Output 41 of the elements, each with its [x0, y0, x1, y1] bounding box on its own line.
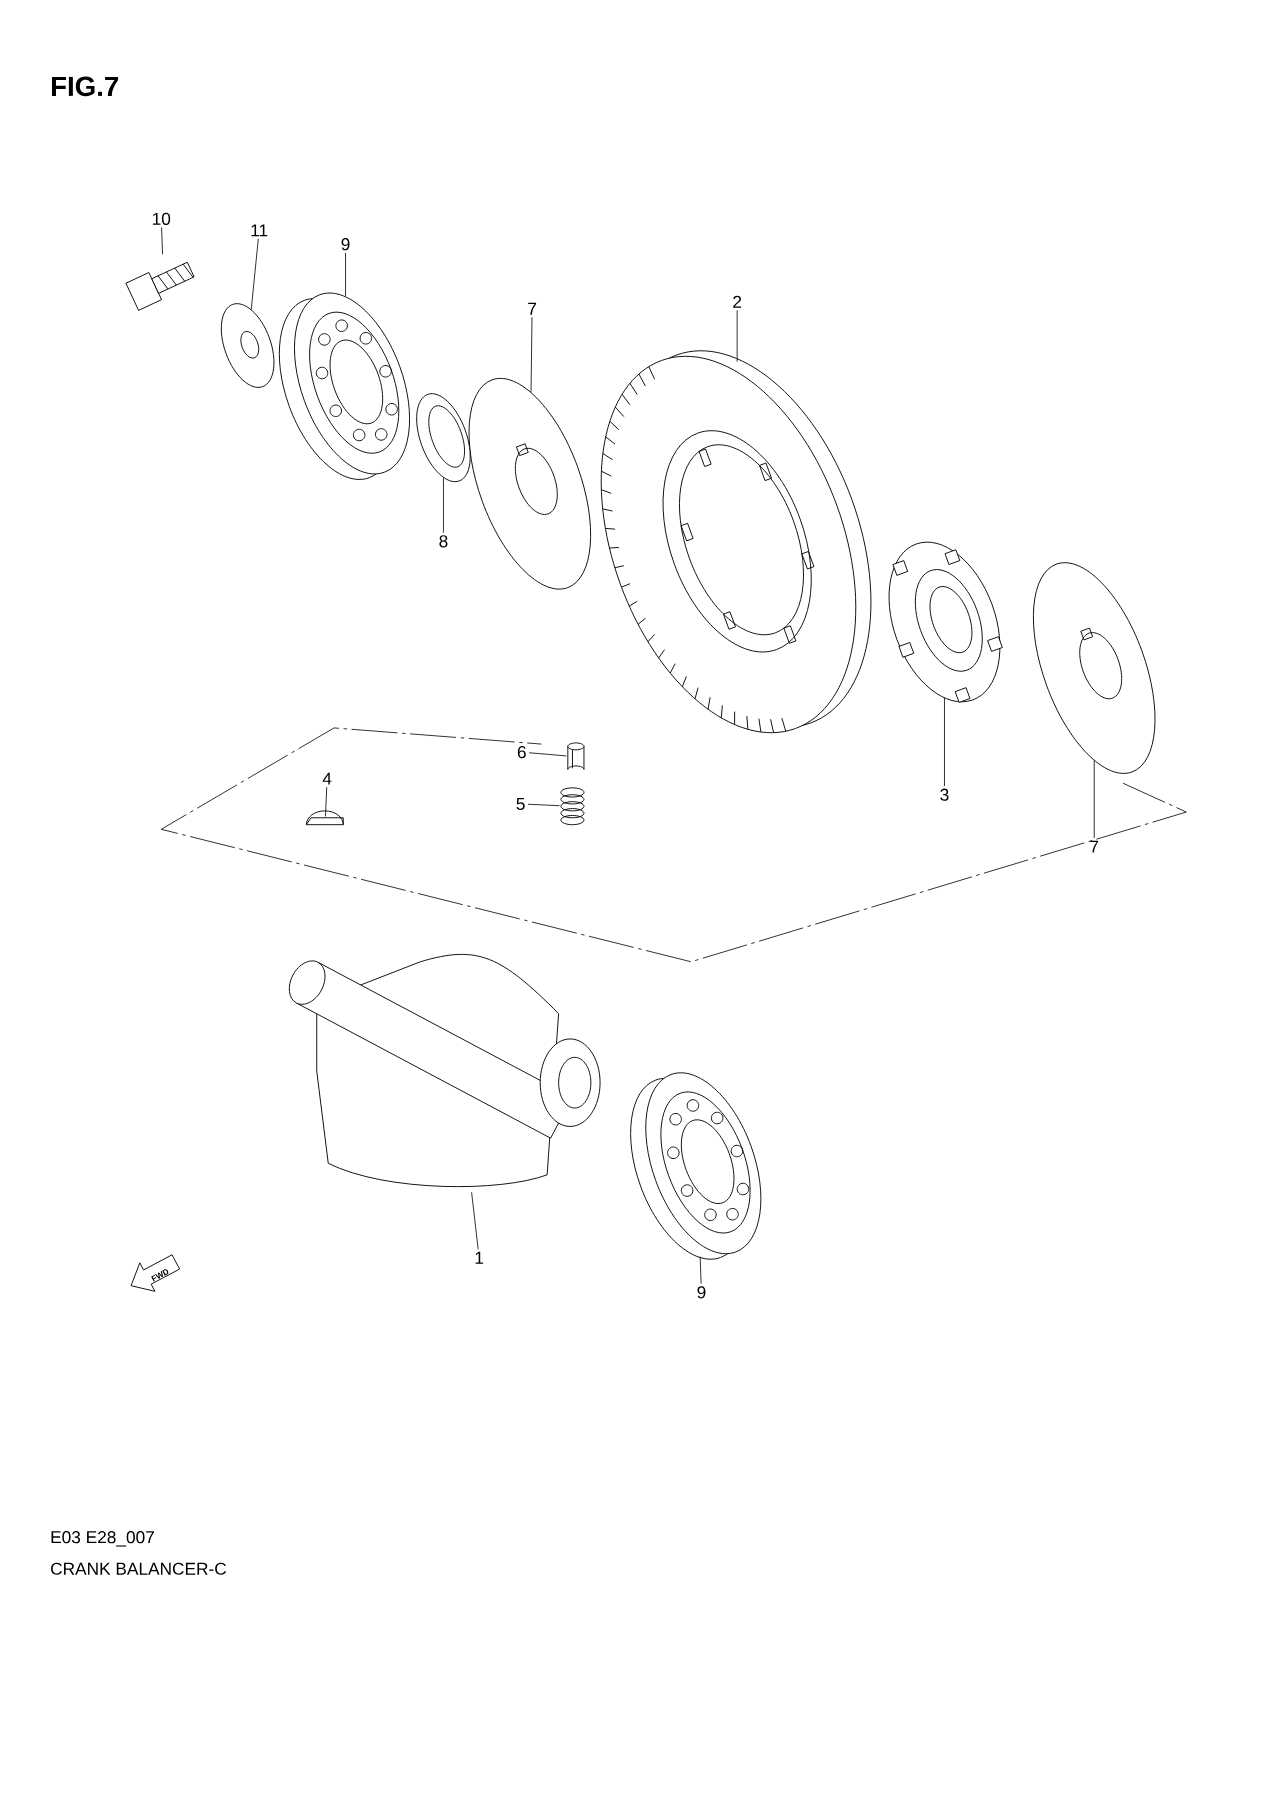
part-drawing [567, 742, 585, 770]
callout-number: 3 [940, 788, 949, 801]
part-drawing [600, 350, 872, 734]
leader-line [943, 697, 945, 787]
part-drawing [416, 393, 471, 483]
callout-number: 8 [439, 535, 448, 548]
leader-line [344, 252, 346, 297]
leader-line [527, 803, 560, 807]
leader-line [324, 786, 327, 817]
callout-number: 9 [697, 1286, 706, 1299]
callout-number: 2 [733, 295, 741, 308]
part-drawing [305, 810, 344, 826]
part-drawing [888, 541, 1003, 703]
part-drawing [630, 1072, 762, 1260]
callout-number: 9 [341, 238, 350, 251]
part-drawing [1032, 562, 1156, 774]
leader-line [528, 752, 567, 757]
part-drawing [288, 954, 601, 1188]
callout-number: 1 [475, 1251, 483, 1264]
callout-number: 10 [152, 212, 170, 225]
leader-line [530, 316, 533, 393]
leader-line [699, 1256, 702, 1285]
leader-line [442, 477, 444, 534]
callout-number: 7 [1090, 840, 1098, 853]
part-drawing [220, 303, 275, 388]
caption-text: CRANK BALANCER-C [50, 1562, 226, 1575]
leader-line [736, 309, 738, 362]
part-drawing [125, 261, 195, 311]
caption-text: E03 E28_007 [51, 1531, 154, 1547]
callout-number: 11 [251, 224, 268, 237]
figure-title: FIG.7 [51, 76, 118, 97]
callout-number: 4 [322, 772, 332, 785]
leader-line [471, 1191, 479, 1250]
part-drawing [278, 292, 410, 480]
callout-number: 7 [528, 302, 536, 315]
leader-line [160, 227, 163, 255]
leader-line [250, 238, 259, 310]
callout-number: 5 [516, 797, 525, 810]
part-drawing [560, 787, 585, 826]
callout-number: 6 [517, 746, 526, 759]
leader-line [1093, 760, 1095, 839]
